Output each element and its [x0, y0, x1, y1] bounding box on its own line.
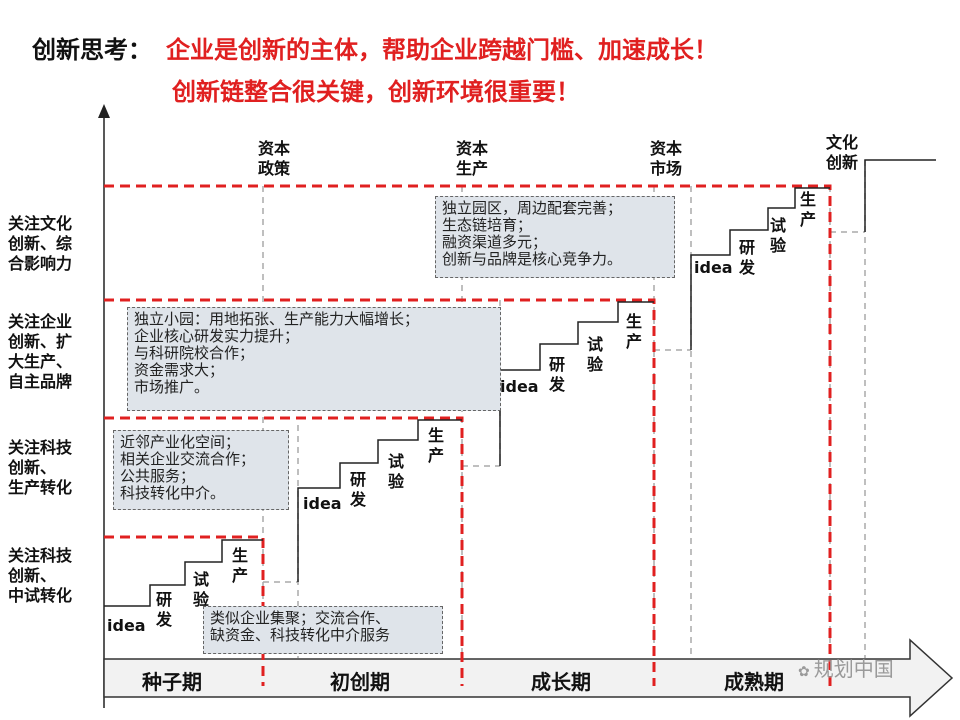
stair-culture: [864, 159, 936, 232]
title-line-1: 企业是创新的主体，帮助企业跨越门槛、加速成长！: [166, 36, 718, 64]
note-mature: 独立园区，周边配套完善； 生态链培育； 融资渠道多元； 创新与品牌是核心竞争力。: [435, 196, 675, 278]
stair-rnd-1: 研发: [156, 590, 173, 629]
phase-mature: 成熟期: [724, 670, 784, 694]
stair-idea-1: idea: [107, 616, 146, 635]
y-axis-arrowhead: [98, 104, 110, 118]
stair-rnd-3: 研发: [549, 355, 566, 394]
capital-market-label: 资本 市场: [650, 139, 683, 178]
level-box-3: [104, 298, 656, 686]
level-box-4: [104, 184, 832, 686]
title-line-2: 创新链整合很关键，创新环境很重要！: [172, 78, 580, 106]
capital-production-label: 资本 生产: [456, 139, 489, 178]
note-startup: 近邻产业化空间； 相关企业交流合作； 公共服务； 科技转化中介。: [113, 430, 289, 510]
stair-idea-4: idea: [694, 258, 733, 277]
capital-policy-label: 资本 政策: [258, 139, 291, 178]
title-prefix: 创新思考：: [32, 36, 152, 64]
level-label-enterprise: 关注企业 创新、扩 大生产、 自主品牌: [8, 312, 73, 391]
level-label-pilot: 关注科技 创新、 中试转化: [8, 546, 73, 605]
phase-seed: 种子期: [142, 670, 202, 694]
stair-seed: [104, 539, 263, 607]
culture-innovation-label: 文化 创新: [826, 133, 859, 172]
level-label-culture: 关注文化 创新、综 合影响力: [8, 214, 73, 273]
phase-startup: 初创期: [330, 670, 390, 694]
stair-rnd-4: 研发: [739, 238, 756, 277]
watermark: ✿规划中国: [798, 657, 894, 681]
stair-idea-2: idea: [303, 494, 342, 513]
time-arrow: [103, 638, 954, 718]
stair-test-1: 试验: [193, 570, 210, 609]
stair-rnd-2: 研发: [350, 470, 367, 509]
stair-produce-4: 生产: [800, 190, 817, 229]
stair-idea-3: idea: [500, 377, 539, 396]
stair-produce-2: 生产: [428, 426, 445, 465]
stair-produce-1: 生产: [232, 546, 249, 585]
stair-test-4: 试验: [770, 216, 787, 255]
level-label-production: 关注科技 创新、 生产转化: [8, 438, 73, 497]
stair-produce-3: 生产: [626, 312, 643, 351]
stair-test-3: 试验: [587, 335, 604, 374]
phase-growth: 成长期: [531, 670, 591, 694]
level-box-2: [104, 416, 464, 686]
stair-growth: [499, 301, 654, 466]
stair-startup: [297, 419, 462, 582]
note-growth: 独立小园：用地拓张、生产能力大幅增长； 企业核心研发实力提升； 与科研院校合作；…: [127, 307, 501, 411]
wechat-icon: ✿: [798, 664, 810, 680]
note-seed: 类似企业集聚；交流合作、 缺资金、科技转化中介服务: [203, 606, 443, 654]
stair-mature: [690, 187, 830, 350]
stair-test-2: 试验: [388, 452, 405, 491]
